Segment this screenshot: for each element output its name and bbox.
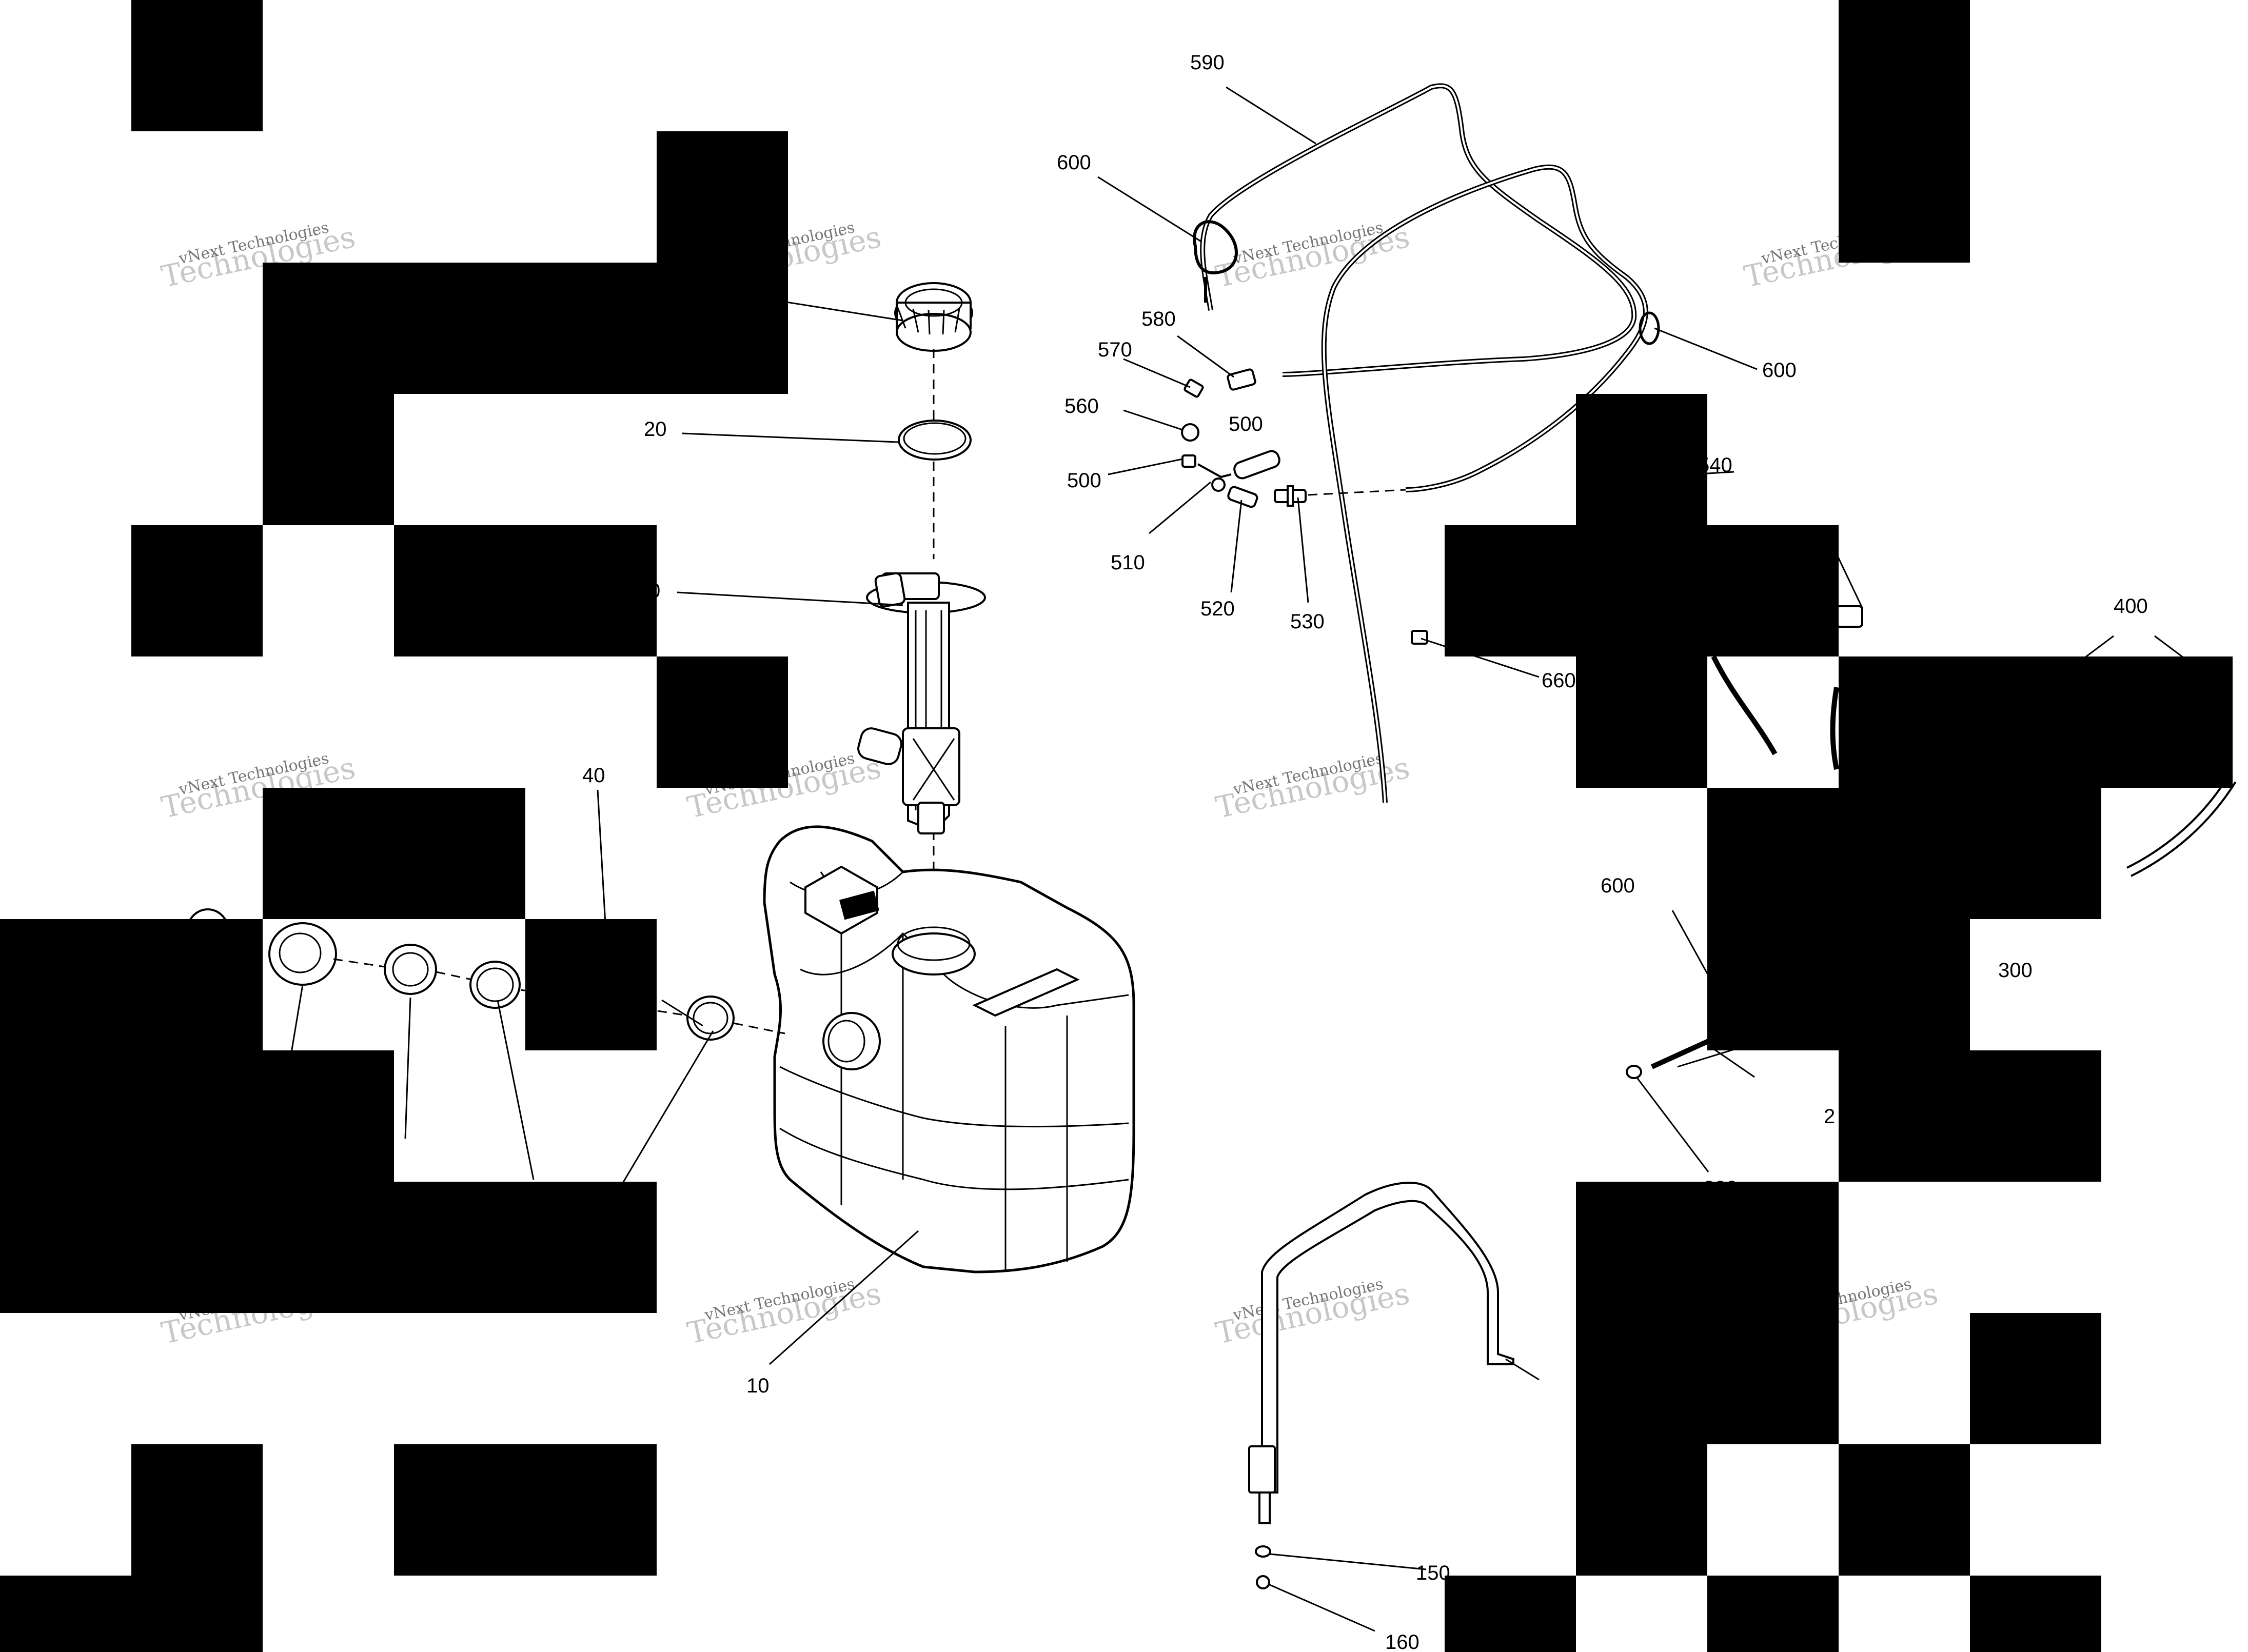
hose-clip-600b <box>1639 311 1660 345</box>
tank-strap <box>1248 1182 1514 1589</box>
fuel-pump-module <box>857 572 986 834</box>
callout-600: 600 <box>1601 874 1635 897</box>
vent-hose-long-inner <box>1323 166 1647 803</box>
seal-gasket-20 <box>898 420 972 461</box>
callout-40: 40 <box>582 764 605 787</box>
vent-hose-590-inner <box>1201 85 1635 375</box>
callout-2xx: 2 <box>1824 1105 1835 1128</box>
callout-600: 600 <box>1762 359 1797 382</box>
callout-600: 600 <box>1057 151 1091 174</box>
watermark: Technologies vNext Technologies <box>684 1275 884 1351</box>
callout-510: 510 <box>1111 551 1145 574</box>
callout-520: 520 <box>1200 598 1235 620</box>
callout-400: 400 <box>2114 595 2148 618</box>
fuel-tank <box>763 825 1135 1273</box>
watermark: Technologies vNext Technologies <box>1213 1275 1413 1351</box>
callout-labels: 590 600 600 580 570 560 500 500 510 520 … <box>582 51 2148 1652</box>
callout-560: 560 <box>1064 395 1099 417</box>
callout-590: 590 <box>1190 51 1225 74</box>
callout-300: 300 <box>1998 959 2033 982</box>
parts-layer <box>186 83 2237 1589</box>
callout-530: 530 <box>1290 610 1325 633</box>
right-side-hoses <box>1411 605 2237 1079</box>
callout-150: 150 <box>1416 1562 1450 1584</box>
vent-hose-590 <box>1200 83 1637 377</box>
callout-20: 20 <box>644 418 667 441</box>
callout-10: 10 <box>746 1375 770 1397</box>
callout-500: 500 <box>1067 469 1101 492</box>
watermark: Technologies vNext Technologies <box>1213 218 1413 294</box>
callout-580: 580 <box>1141 308 1176 330</box>
fuel-lock-ring <box>894 282 973 352</box>
vent-fittings <box>1181 368 1406 508</box>
hose-clip-600 <box>1193 220 1238 303</box>
callout-570: 570 <box>1098 339 1132 361</box>
leader-lines <box>286 86 2196 1632</box>
callout-500: 500 <box>1229 413 1263 435</box>
callout-160: 160 <box>1385 1631 1419 1652</box>
filler-neck-parts <box>186 908 785 1041</box>
callout-660: 660 <box>1542 669 1576 692</box>
